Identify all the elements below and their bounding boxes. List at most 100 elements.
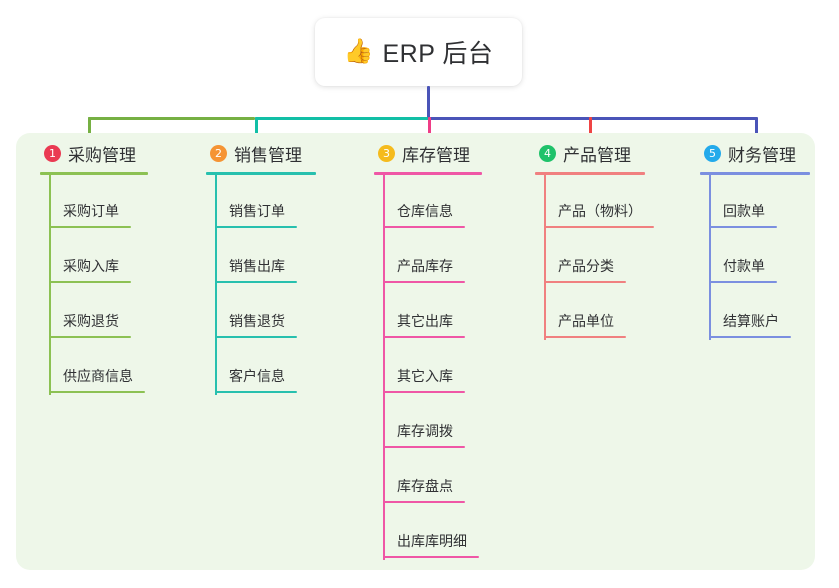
menu-item[interactable]: 销售订单 xyxy=(206,175,316,230)
menu-item-underline xyxy=(544,336,626,338)
menu-item-underline xyxy=(215,226,297,228)
column-header[interactable]: 1 采购管理 xyxy=(40,140,148,166)
menu-item-label: 库存盘点 xyxy=(397,478,453,494)
menu-item-label: 出库库明细 xyxy=(397,533,467,549)
menu-item-underline xyxy=(383,226,465,228)
column-index-badge-icon: 1 xyxy=(44,144,61,162)
menu-item-label: 产品（物料） xyxy=(558,203,642,219)
column-title: 采购管理 xyxy=(68,145,136,165)
diagram-panel xyxy=(16,133,815,570)
menu-item-underline xyxy=(215,336,297,338)
column-title: 产品管理 xyxy=(563,145,631,165)
menu-item-underline xyxy=(49,281,131,283)
column-items: 产品（物料） 产品分类产品单位 xyxy=(535,175,654,340)
menu-item-underline xyxy=(49,226,131,228)
column-index-badge-icon: 2 xyxy=(210,144,227,162)
menu-item[interactable]: 产品分类 xyxy=(535,230,645,285)
menu-item[interactable]: 供应商信息 xyxy=(40,340,148,395)
menu-item[interactable]: 库存盘点 xyxy=(374,450,482,505)
column-underline xyxy=(206,172,316,175)
column-rail xyxy=(383,175,385,560)
column-库存管理: 3 库存管理仓库信息产品库存其它出库其它入库库存调拨库存盘点出库库明细 xyxy=(374,140,482,560)
menu-item-underline xyxy=(49,391,145,393)
column-title: 库存管理 xyxy=(402,145,470,165)
root-stem-connector xyxy=(427,86,430,120)
menu-item-underline xyxy=(709,226,777,228)
menu-item-label: 其它入库 xyxy=(397,368,453,384)
column-items: 销售订单销售出库销售退货客户信息 xyxy=(206,175,316,395)
menu-item-label: 回款单 xyxy=(723,203,765,219)
menu-item-label: 销售订单 xyxy=(229,203,285,219)
column-index-badge-icon: 4 xyxy=(539,144,556,162)
menu-item-label: 销售退货 xyxy=(229,313,285,329)
menu-item[interactable]: 其它出库 xyxy=(374,285,482,340)
menu-item[interactable]: 采购入库 xyxy=(40,230,148,285)
menu-item-underline xyxy=(709,336,791,338)
thumbs-up-icon: 👍 xyxy=(343,38,374,65)
menu-item[interactable]: 采购退货 xyxy=(40,285,148,340)
menu-item[interactable]: 产品（物料） xyxy=(535,175,654,230)
menu-item-label: 供应商信息 xyxy=(63,368,133,384)
column-产品管理: 4 产品管理产品（物料） 产品分类产品单位 xyxy=(535,140,654,340)
menu-item-underline xyxy=(383,446,465,448)
menu-item-underline xyxy=(49,336,131,338)
menu-item[interactable]: 付款单 xyxy=(700,230,810,285)
menu-item[interactable]: 其它入库 xyxy=(374,340,482,395)
menu-item-label: 采购入库 xyxy=(63,258,119,274)
column-销售管理: 2 销售管理销售订单销售出库销售退货客户信息 xyxy=(206,140,316,395)
column-items: 仓库信息产品库存其它出库其它入库库存调拨库存盘点出库库明细 xyxy=(374,175,482,560)
root-node-title: ERP 后台 xyxy=(382,40,494,68)
menu-item[interactable]: 产品库存 xyxy=(374,230,482,285)
menu-item[interactable]: 销售出库 xyxy=(206,230,316,285)
column-underline xyxy=(40,172,148,175)
menu-item-label: 产品分类 xyxy=(558,258,614,274)
column-rail xyxy=(709,175,711,340)
menu-item[interactable]: 采购订单 xyxy=(40,175,148,230)
menu-item-underline xyxy=(383,281,465,283)
menu-item-underline xyxy=(215,391,297,393)
menu-item-underline xyxy=(383,391,465,393)
menu-item-underline xyxy=(544,226,654,228)
column-items: 回款单付款单结算账户 xyxy=(700,175,810,340)
bar-segment-2 xyxy=(255,117,428,120)
menu-item-label: 产品库存 xyxy=(397,258,453,274)
menu-item-underline xyxy=(383,336,465,338)
menu-item[interactable]: 出库库明细 xyxy=(374,505,482,560)
menu-item-underline xyxy=(709,281,777,283)
column-header[interactable]: 3 库存管理 xyxy=(374,140,482,166)
bar-segment-3 xyxy=(428,117,757,120)
menu-item[interactable]: 库存调拨 xyxy=(374,395,482,450)
column-采购管理: 1 采购管理采购订单采购入库采购退货供应商信息 xyxy=(40,140,148,395)
bar-segment-1 xyxy=(88,117,255,120)
menu-item[interactable]: 客户信息 xyxy=(206,340,316,395)
column-items: 采购订单采购入库采购退货供应商信息 xyxy=(40,175,148,395)
menu-item[interactable]: 仓库信息 xyxy=(374,175,482,230)
menu-item-underline xyxy=(383,556,479,558)
column-rail xyxy=(544,175,546,340)
menu-item-label: 产品单位 xyxy=(558,313,614,329)
menu-item-label: 仓库信息 xyxy=(397,203,453,219)
root-node-card[interactable]: 👍 ERP 后台 xyxy=(315,18,522,86)
menu-item[interactable]: 产品单位 xyxy=(535,285,645,340)
root-node-content: 👍 ERP 后台 xyxy=(344,34,494,70)
column-header[interactable]: 4 产品管理 xyxy=(535,140,645,166)
column-title: 销售管理 xyxy=(234,145,302,165)
menu-item-label: 付款单 xyxy=(723,258,765,274)
menu-item[interactable]: 销售退货 xyxy=(206,285,316,340)
column-underline xyxy=(535,172,645,175)
column-index-badge-icon: 3 xyxy=(378,144,395,162)
menu-item-label: 销售出库 xyxy=(229,258,285,274)
menu-item-label: 结算账户 xyxy=(723,313,779,329)
column-header[interactable]: 2 销售管理 xyxy=(206,140,316,166)
menu-item-label: 客户信息 xyxy=(229,368,285,384)
column-underline xyxy=(700,172,810,175)
menu-item-underline xyxy=(383,501,465,503)
menu-item-underline xyxy=(544,281,626,283)
menu-item[interactable]: 结算账户 xyxy=(700,285,810,340)
column-rail xyxy=(215,175,217,395)
menu-item-label: 库存调拨 xyxy=(397,423,453,439)
menu-item[interactable]: 回款单 xyxy=(700,175,810,230)
menu-item-underline xyxy=(215,281,297,283)
